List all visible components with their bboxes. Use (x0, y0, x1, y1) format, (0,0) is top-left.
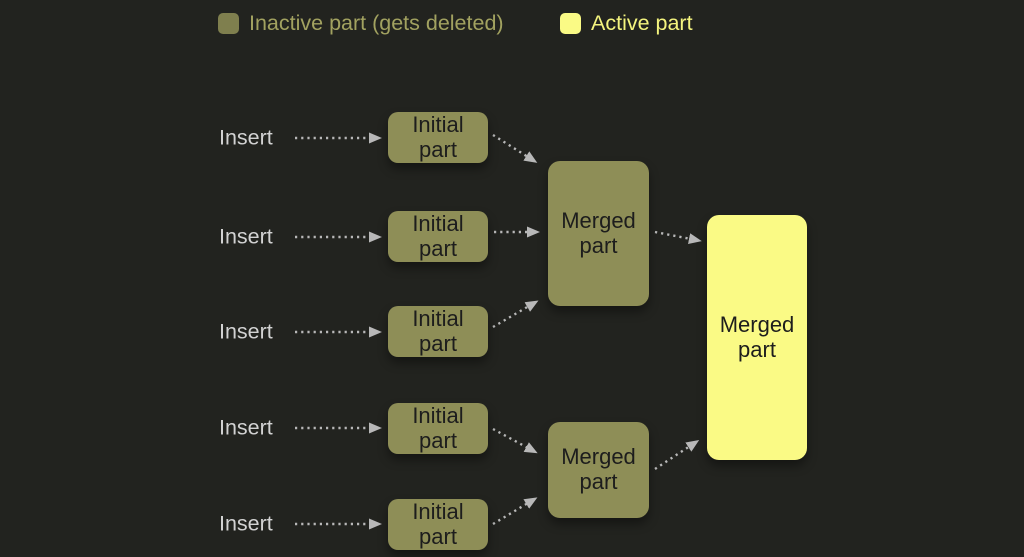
legend-label-inactive: Inactive part (gets deleted) (249, 11, 504, 35)
arrow-initial1-to-merged1 (492, 133, 538, 163)
initial-part-box-5: Initial part (388, 499, 488, 550)
legend-swatch-active (560, 13, 581, 34)
merged-part-box-1: Merged part (548, 161, 649, 306)
insert-label-1: Insert (219, 125, 273, 150)
final-merged-part-box: Merged part (707, 215, 807, 460)
arrow-initial3-to-merged1 (492, 300, 539, 329)
arrow-initial4-to-merged2 (492, 427, 538, 454)
insert-label-3: Insert (219, 319, 273, 344)
merged-part-box-2: Merged part (548, 422, 649, 518)
insert-label-2: Insert (219, 224, 273, 249)
initial-part-box-4: Initial part (388, 403, 488, 454)
insert-label-5: Insert (219, 511, 273, 536)
initial-part-box-2: Initial part (388, 211, 488, 262)
legend-swatch-inactive (218, 13, 239, 34)
arrow-merged1-to-final (654, 230, 702, 245)
arrow-initial5-to-merged2 (492, 497, 538, 526)
insert-label-4: Insert (219, 415, 273, 440)
legend-label-active: Active part (591, 11, 693, 35)
initial-part-box-1: Initial part (388, 112, 488, 163)
initial-part-box-3: Initial part (388, 306, 488, 357)
arrow-merged2-to-final (654, 439, 700, 471)
